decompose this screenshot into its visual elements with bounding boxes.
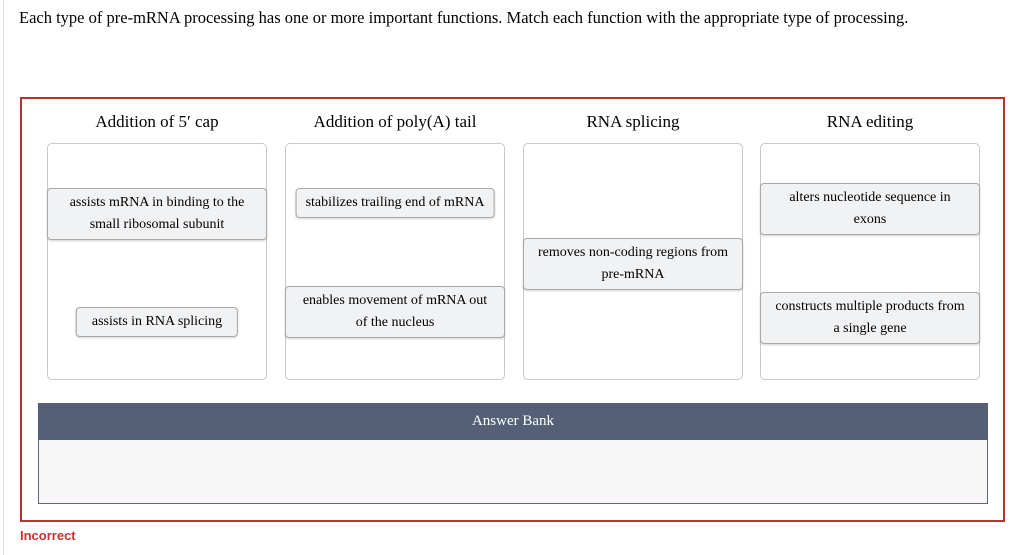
answer-card[interactable]: constructs multiple products from a sing… (760, 292, 980, 344)
category-header: Addition of poly(A) tail (313, 112, 477, 131)
page-left-divider (3, 0, 4, 555)
answer-bank: Answer Bank (38, 403, 988, 504)
drop-zone-poly-a-tail[interactable]: stabilizes trailing end of mRNA enables … (285, 143, 505, 380)
answer-bank-header: Answer Bank (38, 403, 988, 440)
answer-card[interactable]: enables movement of mRNA out of the nucl… (285, 286, 505, 338)
category-header: Addition of 5′ cap (95, 112, 219, 131)
answer-bank-label: Answer Bank (471, 413, 555, 429)
drop-zone-rna-splicing[interactable]: removes non-coding regions from pre-mRNA (523, 143, 743, 380)
drop-zone-addition-5-cap[interactable]: assists mRNA in binding to the small rib… (47, 143, 267, 380)
answer-card[interactable]: assists in RNA splicing (75, 307, 239, 337)
answer-card[interactable]: removes non-coding regions from pre-mRNA (523, 238, 743, 290)
category-header: RNA splicing (586, 112, 680, 131)
answer-card[interactable]: stabilizes trailing end of mRNA (295, 188, 495, 218)
category-header: RNA editing (826, 112, 914, 131)
answer-bank-body[interactable] (39, 440, 987, 503)
answer-card[interactable]: alters nucleotide sequence in exons (760, 183, 980, 235)
status-incorrect: Incorrect (20, 528, 76, 543)
question-text: Each type of pre-mRNA processing has one… (19, 8, 909, 27)
drop-zone-rna-editing[interactable]: alters nucleotide sequence in exons cons… (760, 143, 980, 380)
answer-card[interactable]: assists mRNA in binding to the small rib… (47, 188, 267, 240)
matching-activity-panel: Addition of 5′ cap assists mRNA in bindi… (20, 97, 1005, 522)
